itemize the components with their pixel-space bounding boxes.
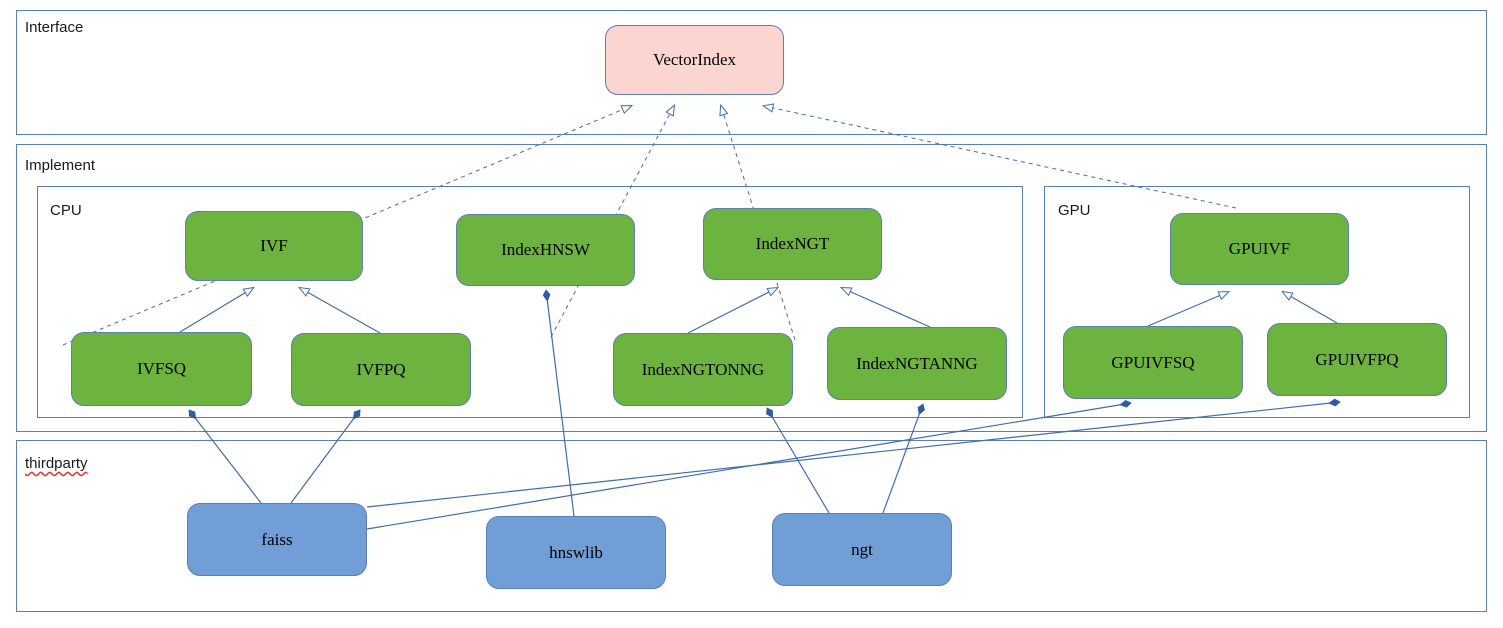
node-gpuivfsq[interactable]: GPUIVFSQ: [1063, 326, 1243, 399]
container-label-implement: Implement: [25, 157, 96, 174]
container-label-interface: Interface: [25, 19, 84, 36]
container-label-thirdparty: thirdparty: [25, 455, 88, 472]
node-ivfsq[interactable]: IVFSQ: [71, 332, 252, 406]
node-indexngt[interactable]: IndexNGT: [703, 208, 882, 280]
node-indexngtanng[interactable]: IndexNGTANNG: [827, 327, 1007, 400]
container-label-cpu: CPU: [50, 202, 82, 219]
node-ivf[interactable]: IVF: [185, 211, 363, 281]
node-gpuivf[interactable]: GPUIVF: [1170, 213, 1349, 285]
node-hnswlib[interactable]: hnswlib: [486, 516, 666, 589]
container-label-gpu: GPU: [1058, 202, 1091, 219]
node-ivfpq[interactable]: IVFPQ: [291, 333, 471, 406]
node-faiss[interactable]: faiss: [187, 503, 367, 576]
node-indexngtonng[interactable]: IndexNGTONNG: [613, 333, 793, 406]
node-gpuivfpq[interactable]: GPUIVFPQ: [1267, 323, 1447, 396]
node-vectorindex[interactable]: VectorIndex: [605, 25, 784, 95]
node-ngt[interactable]: ngt: [772, 513, 952, 586]
node-indexhnsw[interactable]: IndexHNSW: [456, 214, 635, 286]
